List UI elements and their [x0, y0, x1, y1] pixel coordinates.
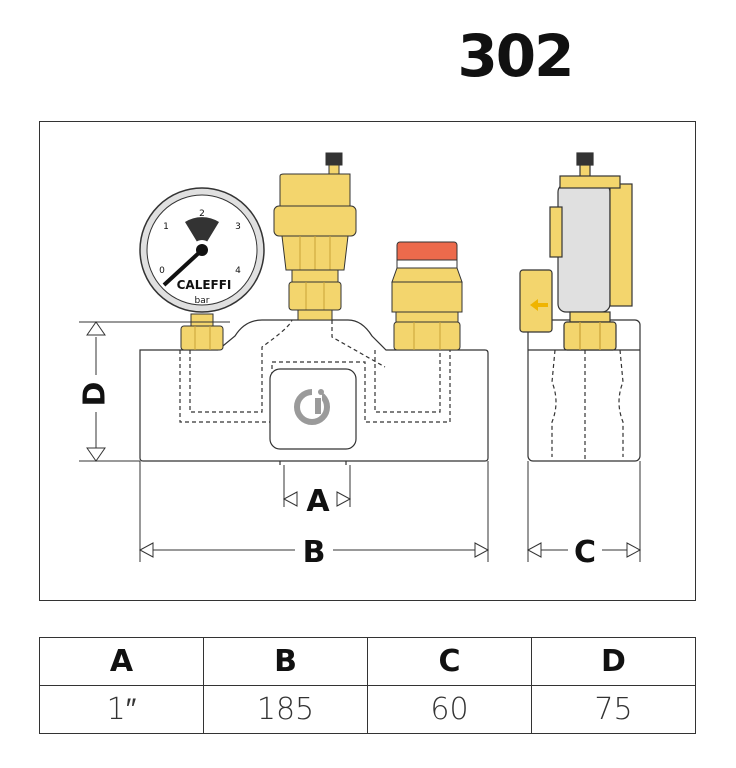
header-b: B: [203, 637, 368, 686]
side-view: [519, 152, 641, 462]
internal-channel: [179, 350, 451, 423]
gauge-tick-0: 0: [159, 266, 165, 276]
side-gauge: [557, 183, 611, 313]
technical-drawing: 0 1 2 3 4 CALEFFI bar: [39, 121, 696, 601]
header-d: D: [531, 637, 696, 686]
dimension-c-label: C: [574, 535, 596, 570]
value-b: 185: [203, 685, 368, 734]
gauge-brand: CALEFFI: [177, 278, 232, 292]
dimensions-header-row: A B C D: [39, 637, 696, 686]
gauge-sector: [185, 217, 219, 250]
dimension-b-label: B: [303, 535, 326, 570]
header-a: A: [39, 637, 204, 686]
dimensions-value-row: 1″ 185 60 75: [39, 685, 696, 734]
internal-channel-2: [189, 319, 293, 413]
drawing-svg: 0 1 2 3 4 CALEFFI bar: [78, 152, 642, 570]
gauge-unit: bar: [195, 296, 210, 306]
dimension-a-label: A: [306, 484, 330, 519]
header-c: C: [367, 637, 532, 686]
dimension-lines: [79, 321, 642, 562]
gauge-tick-1: 1: [163, 222, 169, 232]
internal-channel-3: [331, 320, 441, 413]
value-d: 75: [531, 685, 696, 734]
gauge-tick-4: 4: [235, 266, 241, 276]
air-vent: [273, 152, 357, 321]
value-c: 60: [367, 685, 532, 734]
flow-arrow-icon: [530, 299, 548, 311]
value-a: 1″: [39, 685, 204, 734]
gauge-tick-2: 2: [199, 209, 205, 219]
safety-valve: [391, 241, 463, 351]
model-number: 302: [457, 22, 574, 90]
side-channel: [551, 349, 624, 461]
gauge-tick-3: 3: [235, 222, 241, 232]
gauge-stem: [190, 313, 214, 327]
dimensions-table: A B C D 1″ 185 60 75: [39, 637, 696, 734]
gauge-nut: [180, 325, 224, 351]
gauge-hub: [196, 244, 208, 256]
gauge-needle: [162, 248, 204, 287]
caleffi-logo-icon: [294, 389, 330, 425]
dimension-d-label: D: [78, 382, 113, 407]
pressure-gauge: 0 1 2 3 4 CALEFFI bar: [139, 187, 265, 351]
lower-port: [279, 461, 347, 465]
